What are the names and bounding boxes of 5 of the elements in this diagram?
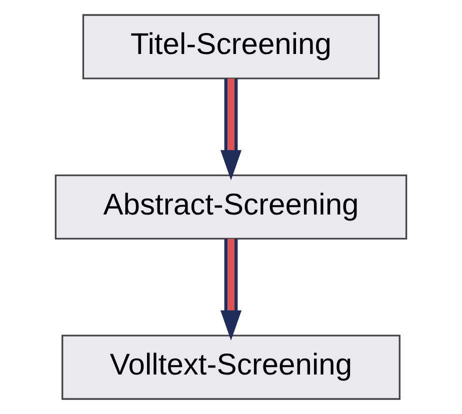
node-box: Volltext-Screening <box>62 334 400 400</box>
node-box: Abstract-Screening <box>54 174 408 240</box>
arrow <box>220 78 242 180</box>
node-box: Titel-Screening <box>82 14 380 80</box>
arrow <box>220 238 242 340</box>
